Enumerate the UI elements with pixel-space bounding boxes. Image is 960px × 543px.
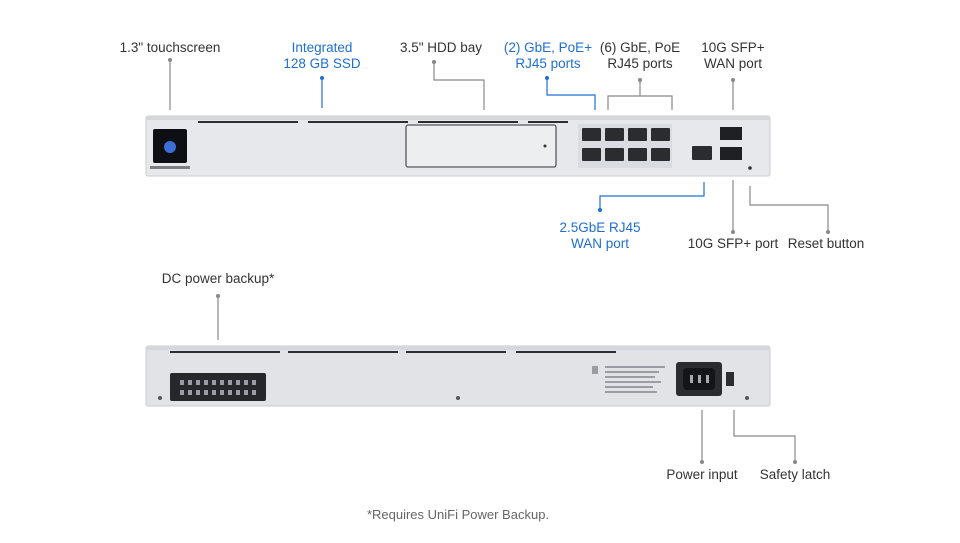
- label-power-input: Power input: [666, 467, 738, 482]
- label-hdd-bay: 3.5" HDD bay: [399, 40, 483, 55]
- front-panel: [145, 115, 771, 177]
- label-ssd-line1: Integrated: [291, 40, 353, 55]
- rj45-ports: [578, 124, 672, 168]
- label-poe-line1: (2) GbE, PoE+: [503, 40, 593, 55]
- leader-dots: [168, 58, 830, 464]
- label-ssd-line2: 128 GB SSD: [283, 56, 361, 71]
- reset-pinhole: [748, 166, 752, 170]
- power-inlet: [676, 362, 722, 396]
- label-dc-backup: DC power backup*: [161, 271, 275, 286]
- label-sfp-wan-line1: 10G SFP+: [701, 40, 765, 55]
- label-sfp-port: 10G SFP+ port: [687, 236, 779, 251]
- label-ssd: Integrated 128 GB SSD: [262, 40, 382, 72]
- label-safety-latch: Safety latch: [759, 467, 831, 482]
- label-sfp-wan-line2: WAN port: [703, 56, 762, 71]
- label-poe-plus-ports: (2) GbE, PoE+ RJ45 ports: [496, 40, 600, 72]
- touchscreen: [150, 129, 190, 169]
- hdd-bay: [405, 124, 557, 168]
- label-touchscreen: 1.3" touchscreen: [119, 40, 221, 55]
- footnote: *Requires UniFi Power Backup.: [366, 507, 550, 522]
- leader-lines: [169, 60, 829, 462]
- wan-rj45-port: [692, 146, 712, 160]
- label-sfp-wan: 10G SFP+ WAN port: [690, 40, 776, 72]
- label-reset-button: Reset button: [787, 236, 865, 251]
- regulatory-label: [592, 366, 665, 393]
- back-panel: [145, 345, 771, 407]
- label-wan25-line2: WAN port: [570, 236, 629, 251]
- label-gbe-poe-ports: (6) GbE, PoE RJ45 ports: [594, 40, 686, 72]
- label-gbe6-line1: (6) GbE, PoE: [599, 40, 681, 55]
- label-wan25-line1: 2.5GbE RJ45: [559, 220, 641, 235]
- label-poe-line2: RJ45 ports: [515, 56, 581, 71]
- dc-connector: [170, 373, 266, 401]
- label-gbe6-line2: RJ45 ports: [607, 56, 673, 71]
- label-wan-25g: 2.5GbE RJ45 WAN port: [548, 220, 652, 252]
- safety-latch: [726, 372, 734, 386]
- sfp-ports: [720, 127, 742, 160]
